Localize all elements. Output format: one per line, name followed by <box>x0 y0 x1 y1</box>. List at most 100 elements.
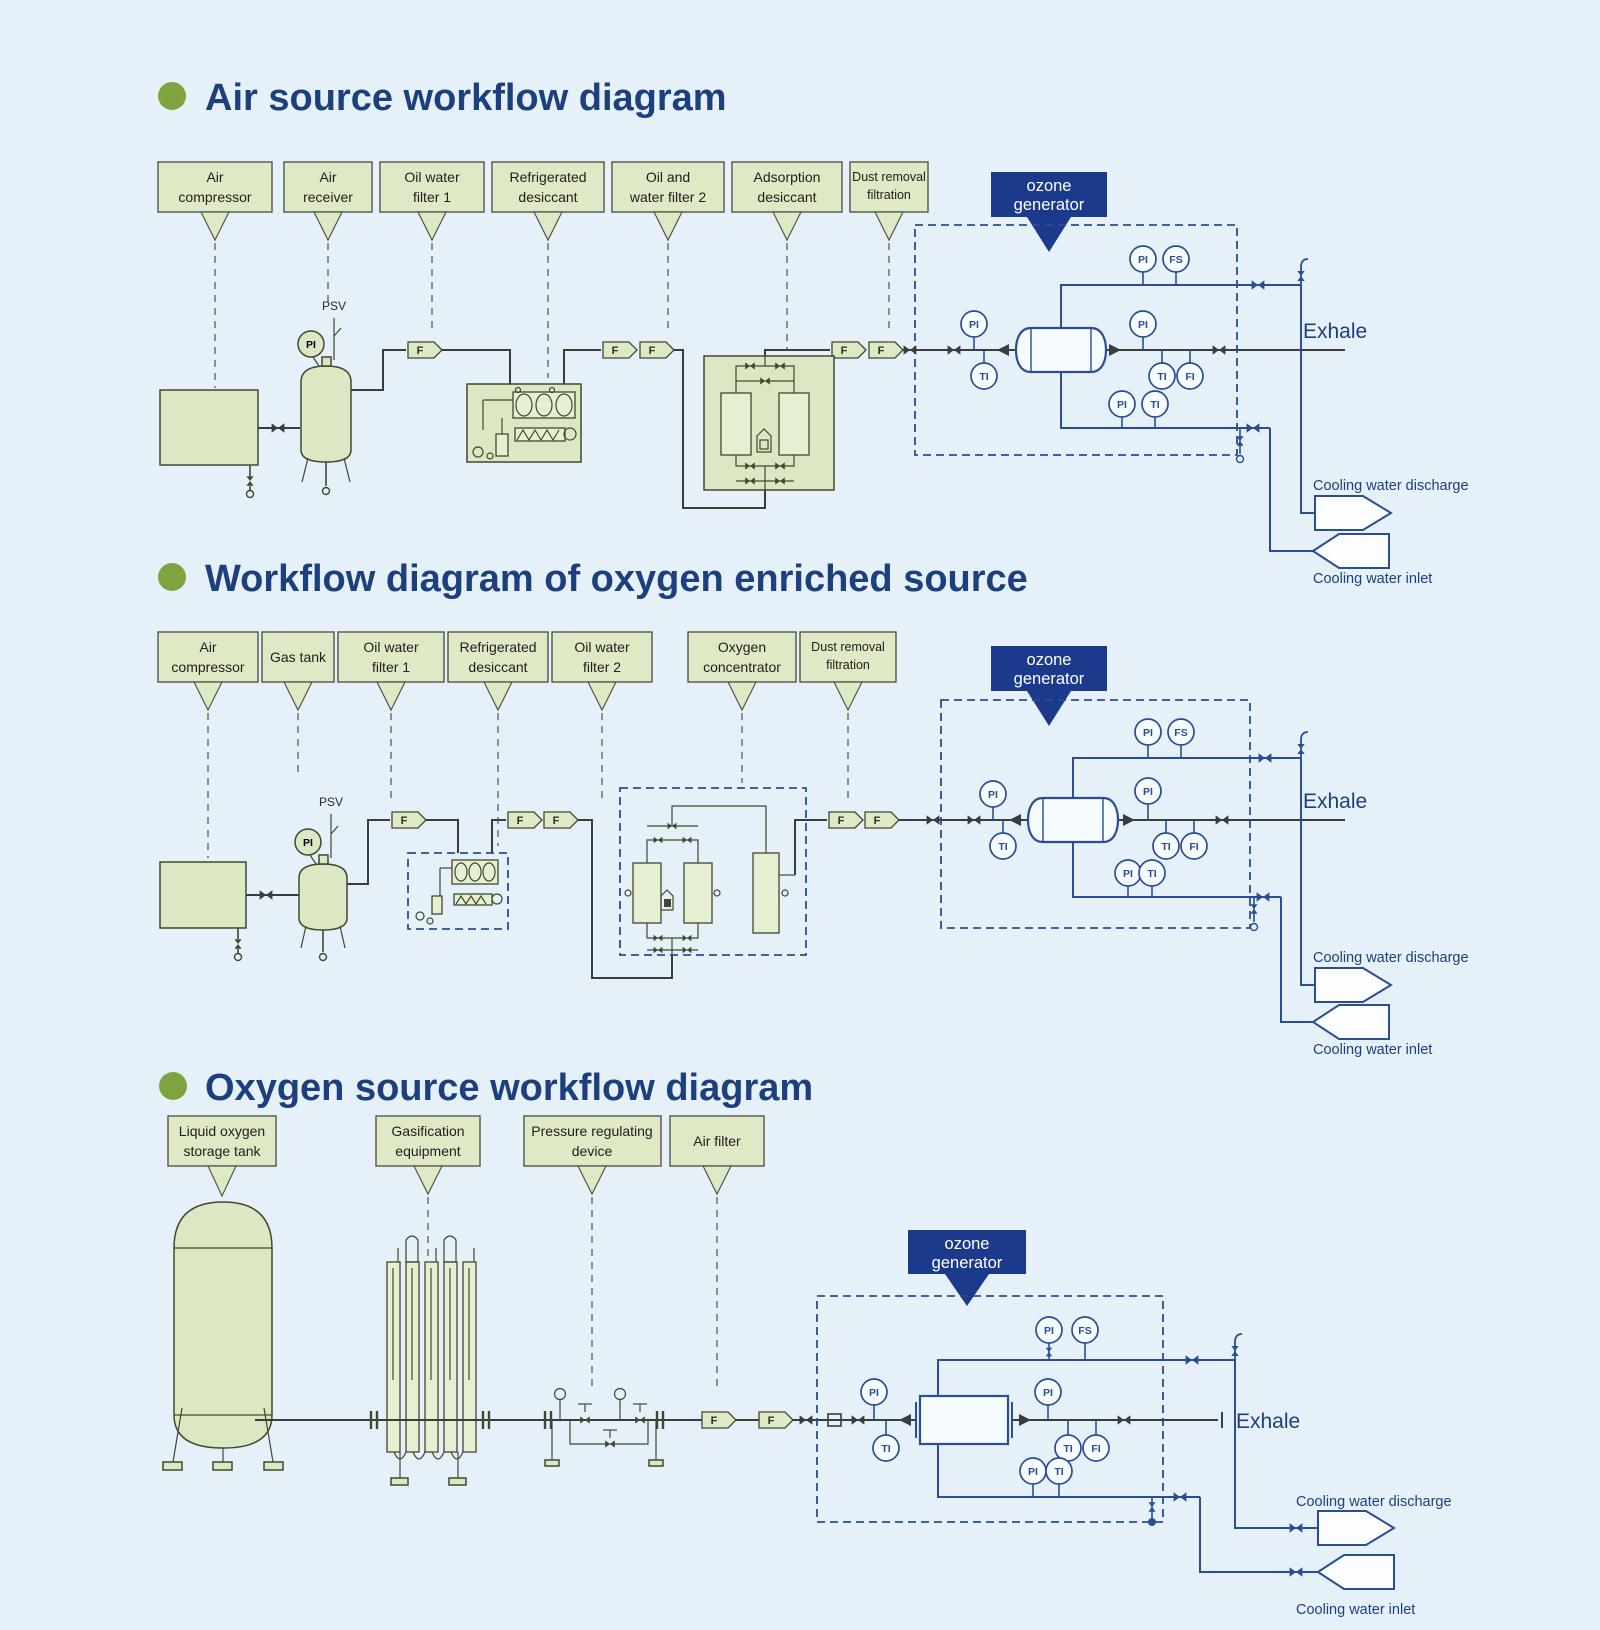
gas-tank: PSV <box>294 795 348 962</box>
air-receiver-tank: PSV <box>297 299 352 496</box>
cooling-discharge-line <box>937 1316 1395 1546</box>
callout-oxygen-concentrator: Oxygen concentrator <box>687 631 797 783</box>
callout-line1: Oil water <box>404 169 460 185</box>
inlet-valves <box>799 1412 1223 1428</box>
exhale-label: Exhale <box>1303 320 1367 343</box>
tag-line1: ozone <box>1027 651 1072 669</box>
callout-air-filter: Air filter <box>669 1115 765 1392</box>
ozone-generator-tag: ozone generator <box>991 172 1107 252</box>
callout-line2: filter 2 <box>583 659 621 675</box>
callout-refrigerated-desiccant: Refrigerated desiccant <box>491 161 605 378</box>
callout-line2: desiccant <box>757 189 816 205</box>
generator-instruments <box>860 1378 1110 1462</box>
exhale-label: Exhale <box>1236 1410 1300 1433</box>
callout-dust-removal-filtration: Dust removal filtration <box>799 631 897 802</box>
callout-line2: filtration <box>826 658 870 672</box>
gasification-equipment <box>386 1235 477 1486</box>
callout-pressure-regulating-device: Pressure regulating device <box>523 1115 662 1392</box>
cooling-inlet-line <box>1072 842 1390 1040</box>
callout-adsorption-desiccant: Adsorption desiccant <box>731 161 843 350</box>
tag-line1: ozone <box>1027 177 1072 195</box>
section-title: Air source workflow diagram <box>205 77 727 119</box>
cooling-inlet-line <box>937 1444 1395 1590</box>
pressure-regulating-device <box>544 1387 664 1467</box>
callout-line1: Oil water <box>363 639 419 655</box>
callout-oil-and-water-filter-2: Oil and water filter 2 <box>611 161 725 334</box>
refrigerated-desiccant-unit <box>466 383 582 463</box>
cooling-inlet-label: Cooling water inlet <box>1313 1042 1432 1058</box>
callout-line1: Air filter <box>693 1133 741 1149</box>
callout-gasification-equipment: Gasification equipment <box>375 1115 481 1256</box>
cooling-inlet-label: Cooling water inlet <box>1313 571 1432 587</box>
callout-line2: compressor <box>178 189 251 205</box>
callout-line1: Adsorption <box>754 169 821 185</box>
psv-label: PSV <box>322 299 346 313</box>
callout-oil-water-filter-2: Oil water filter 2 <box>551 631 653 802</box>
section-oxygen-enriched: Workflow diagram of oxygen enriched sour… <box>157 558 1469 1058</box>
refrigerated-desiccant-unit <box>407 852 509 930</box>
cooling-discharge-label: Cooling water discharge <box>1313 950 1469 966</box>
section-bullet-icon <box>158 563 186 591</box>
callout-line2: desiccant <box>468 659 527 675</box>
callout-line2: desiccant <box>518 189 577 205</box>
oxygen-concentrator-unit <box>619 787 807 956</box>
callout-gas-tank: Gas tank <box>261 631 335 778</box>
callout-line1: Liquid oxygen <box>179 1123 265 1139</box>
callout-line2: filter 1 <box>372 659 410 675</box>
section-bullet-icon <box>159 1072 187 1100</box>
cooling-discharge-label: Cooling water discharge <box>1296 1494 1452 1510</box>
section-oxygen-source: Oxygen source workflow diagram Liquid ox… <box>159 1067 1452 1618</box>
exhale-label: Exhale <box>1303 790 1367 813</box>
callout-line1: Air <box>319 169 336 185</box>
callout-line1: Dust removal <box>811 640 885 654</box>
air-compressor-unit <box>159 389 259 498</box>
callout-line1: Oil and <box>646 169 690 185</box>
callout-air-compressor: Air compressor <box>157 631 259 858</box>
tag-line1: ozone <box>945 1235 990 1253</box>
callout-line2: device <box>572 1143 613 1159</box>
callout-air-compressor: Air compressor <box>157 161 273 388</box>
cooling-discharge-label: Cooling water discharge <box>1313 478 1469 494</box>
callout-liquid-oxygen-storage-tank: Liquid oxygen storage tank <box>167 1115 277 1198</box>
liquid-oxygen-storage-tank <box>162 1201 284 1471</box>
callout-line1: Oil water <box>574 639 630 655</box>
cooling-inlet-label: Cooling water inlet <box>1296 1602 1415 1618</box>
callout-line1: Pressure regulating <box>531 1123 652 1139</box>
ozone-generator-boundary <box>940 699 1251 929</box>
callout-air-receiver: Air receiver <box>283 161 373 302</box>
callout-line2: compressor <box>171 659 244 675</box>
adsorption-desiccant-unit <box>703 355 835 491</box>
callout-line1: Oxygen <box>718 639 766 655</box>
callout-line1: Refrigerated <box>509 169 586 185</box>
callout-dust-removal-filtration: Dust removal filtration <box>849 161 929 332</box>
section-title: Oxygen source workflow diagram <box>205 1067 813 1109</box>
callout-line2: concentrator <box>703 659 781 675</box>
section-title: Workflow diagram of oxygen enriched sour… <box>205 558 1028 600</box>
tag-line2: generator <box>1014 670 1085 688</box>
callout-line2: filtration <box>867 188 911 202</box>
section-bullet-icon <box>158 82 186 110</box>
callout-line1: Refrigerated <box>459 639 536 655</box>
callout-line2: filter 1 <box>413 189 451 205</box>
callout-line2: water filter 2 <box>629 189 706 205</box>
section-air-source: Air source workflow diagram Air compress… <box>157 77 1469 587</box>
callout-line1: Gas tank <box>270 649 327 665</box>
callout-oil-water-filter-1: Oil water filter 1 <box>337 631 445 802</box>
cooling-discharge-line <box>1072 718 1392 1003</box>
callout-line2: equipment <box>395 1143 460 1159</box>
callout-line1: Air <box>206 169 223 185</box>
callout-oil-water-filter-1: Oil water filter 1 <box>379 161 485 334</box>
callout-line2: storage tank <box>183 1143 261 1159</box>
ozone-generator-tag: ozone generator <box>991 646 1107 726</box>
psv-label: PSV <box>319 795 343 809</box>
callout-line1: Gasification <box>391 1123 464 1139</box>
process-pipes <box>347 819 1345 979</box>
generator-instruments <box>960 310 1204 390</box>
cooling-inlet-line <box>1060 372 1390 569</box>
cooling-discharge-line <box>1060 245 1392 531</box>
generator-instruments <box>979 777 1208 860</box>
ozone-generator-tag: ozone generator <box>908 1230 1026 1306</box>
air-compressor-unit <box>159 861 247 961</box>
